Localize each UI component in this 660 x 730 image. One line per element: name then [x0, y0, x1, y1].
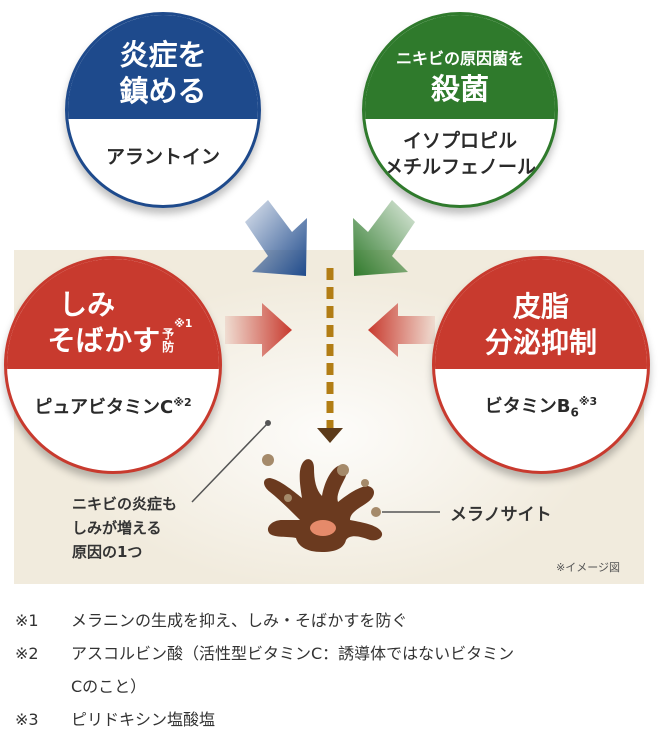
footnote-2-cont: Cのこと）: [71, 673, 146, 697]
footnote-mark: ※2: [15, 644, 39, 663]
prevention-mark-b: 防: [162, 340, 175, 354]
footnote-text: ピリドキシン塩酸塩: [71, 710, 216, 729]
melanocyte-label: メラノサイト: [450, 505, 552, 525]
arrow-green: [353, 200, 415, 276]
cause-label: ニキビの炎症も しみが増える 原因の1つ: [72, 492, 177, 564]
ingredient-name: ピュアビタミンC: [34, 397, 174, 418]
ingredient-label: ピュアビタミンC※2: [34, 393, 191, 419]
footnote-mark: ※3: [15, 710, 39, 729]
ingredient-label-line2: メチルフェノール: [383, 156, 536, 178]
footnote-ref-1: ※1: [174, 317, 193, 330]
circle-title-line2: 鎮める: [119, 74, 207, 108]
arrow-red-left: [225, 303, 292, 357]
footnote-ref-2: ※2: [173, 396, 192, 409]
footnote-3: ※3 ピリドキシン塩酸塩: [15, 706, 215, 730]
circle-sebum-control: 皮脂 分泌抑制 ビタミンB6※3: [432, 256, 650, 474]
footnote-text: メラニンの生成を抑え、しみ・そばかすを防ぐ: [71, 611, 408, 630]
circle-title-line2: そばかす: [47, 324, 161, 357]
footnote-2: ※2 アスコルビン酸（活性型ビタミンC：誘導体ではないビタミン: [15, 640, 514, 664]
cause-label-line2: しみが増える: [72, 519, 162, 537]
prevention-mark-a: 予: [162, 327, 175, 341]
ingredient-label: ビタミンB6※3: [485, 392, 597, 420]
diagram-arrows: [191, 200, 440, 552]
circle-title-line1: 皮脂: [512, 290, 569, 323]
arrow-blue: [245, 200, 307, 276]
circle-title: 殺菌: [430, 72, 489, 106]
circle-title-line1: 炎症を: [119, 38, 207, 72]
footnote-mark: ※1: [15, 611, 39, 630]
footnote-ref-3: ※3: [578, 395, 598, 409]
ingredient-label: アラントイン: [105, 145, 220, 168]
footnote-1: ※1 メラニンの生成を抑え、しみ・そばかすを防ぐ: [15, 607, 407, 631]
circle-soothe-inflammation: 炎症を 鎮める アラントイン: [65, 12, 261, 208]
circle-spots-prevention: しみ そばかす 予 防 ※1 ピュアビタミンC※2: [4, 256, 222, 474]
footnote-text: アスコルビン酸（活性型ビタミンC：誘導体ではないビタミン: [71, 644, 515, 663]
ingredient-subscript: 6: [570, 405, 579, 420]
melanocyte-icon: [262, 454, 383, 552]
circle-subtitle: ニキビの原因菌を: [395, 49, 524, 68]
cause-label-line3: 原因の1つ: [72, 543, 143, 561]
ingredient-name: ビタミンB: [484, 396, 571, 418]
leader-lines: [191, 420, 440, 513]
dashed-arrow-down: [317, 268, 343, 443]
circle-title-line2: 分泌抑制: [484, 326, 597, 359]
arrow-red-right: [368, 303, 435, 357]
cause-label-line1: ニキビの炎症も: [72, 495, 178, 513]
circle-sterilize: ニキビの原因菌を 殺菌 イソプロピル メチルフェノール: [362, 12, 558, 208]
image-note: ※イメージ図: [556, 561, 620, 574]
footnote-text-cont: Cのこと）: [71, 677, 147, 696]
ingredient-label-line1: イソプロピル: [402, 130, 517, 152]
circle-title-line1: しみ: [58, 288, 115, 321]
